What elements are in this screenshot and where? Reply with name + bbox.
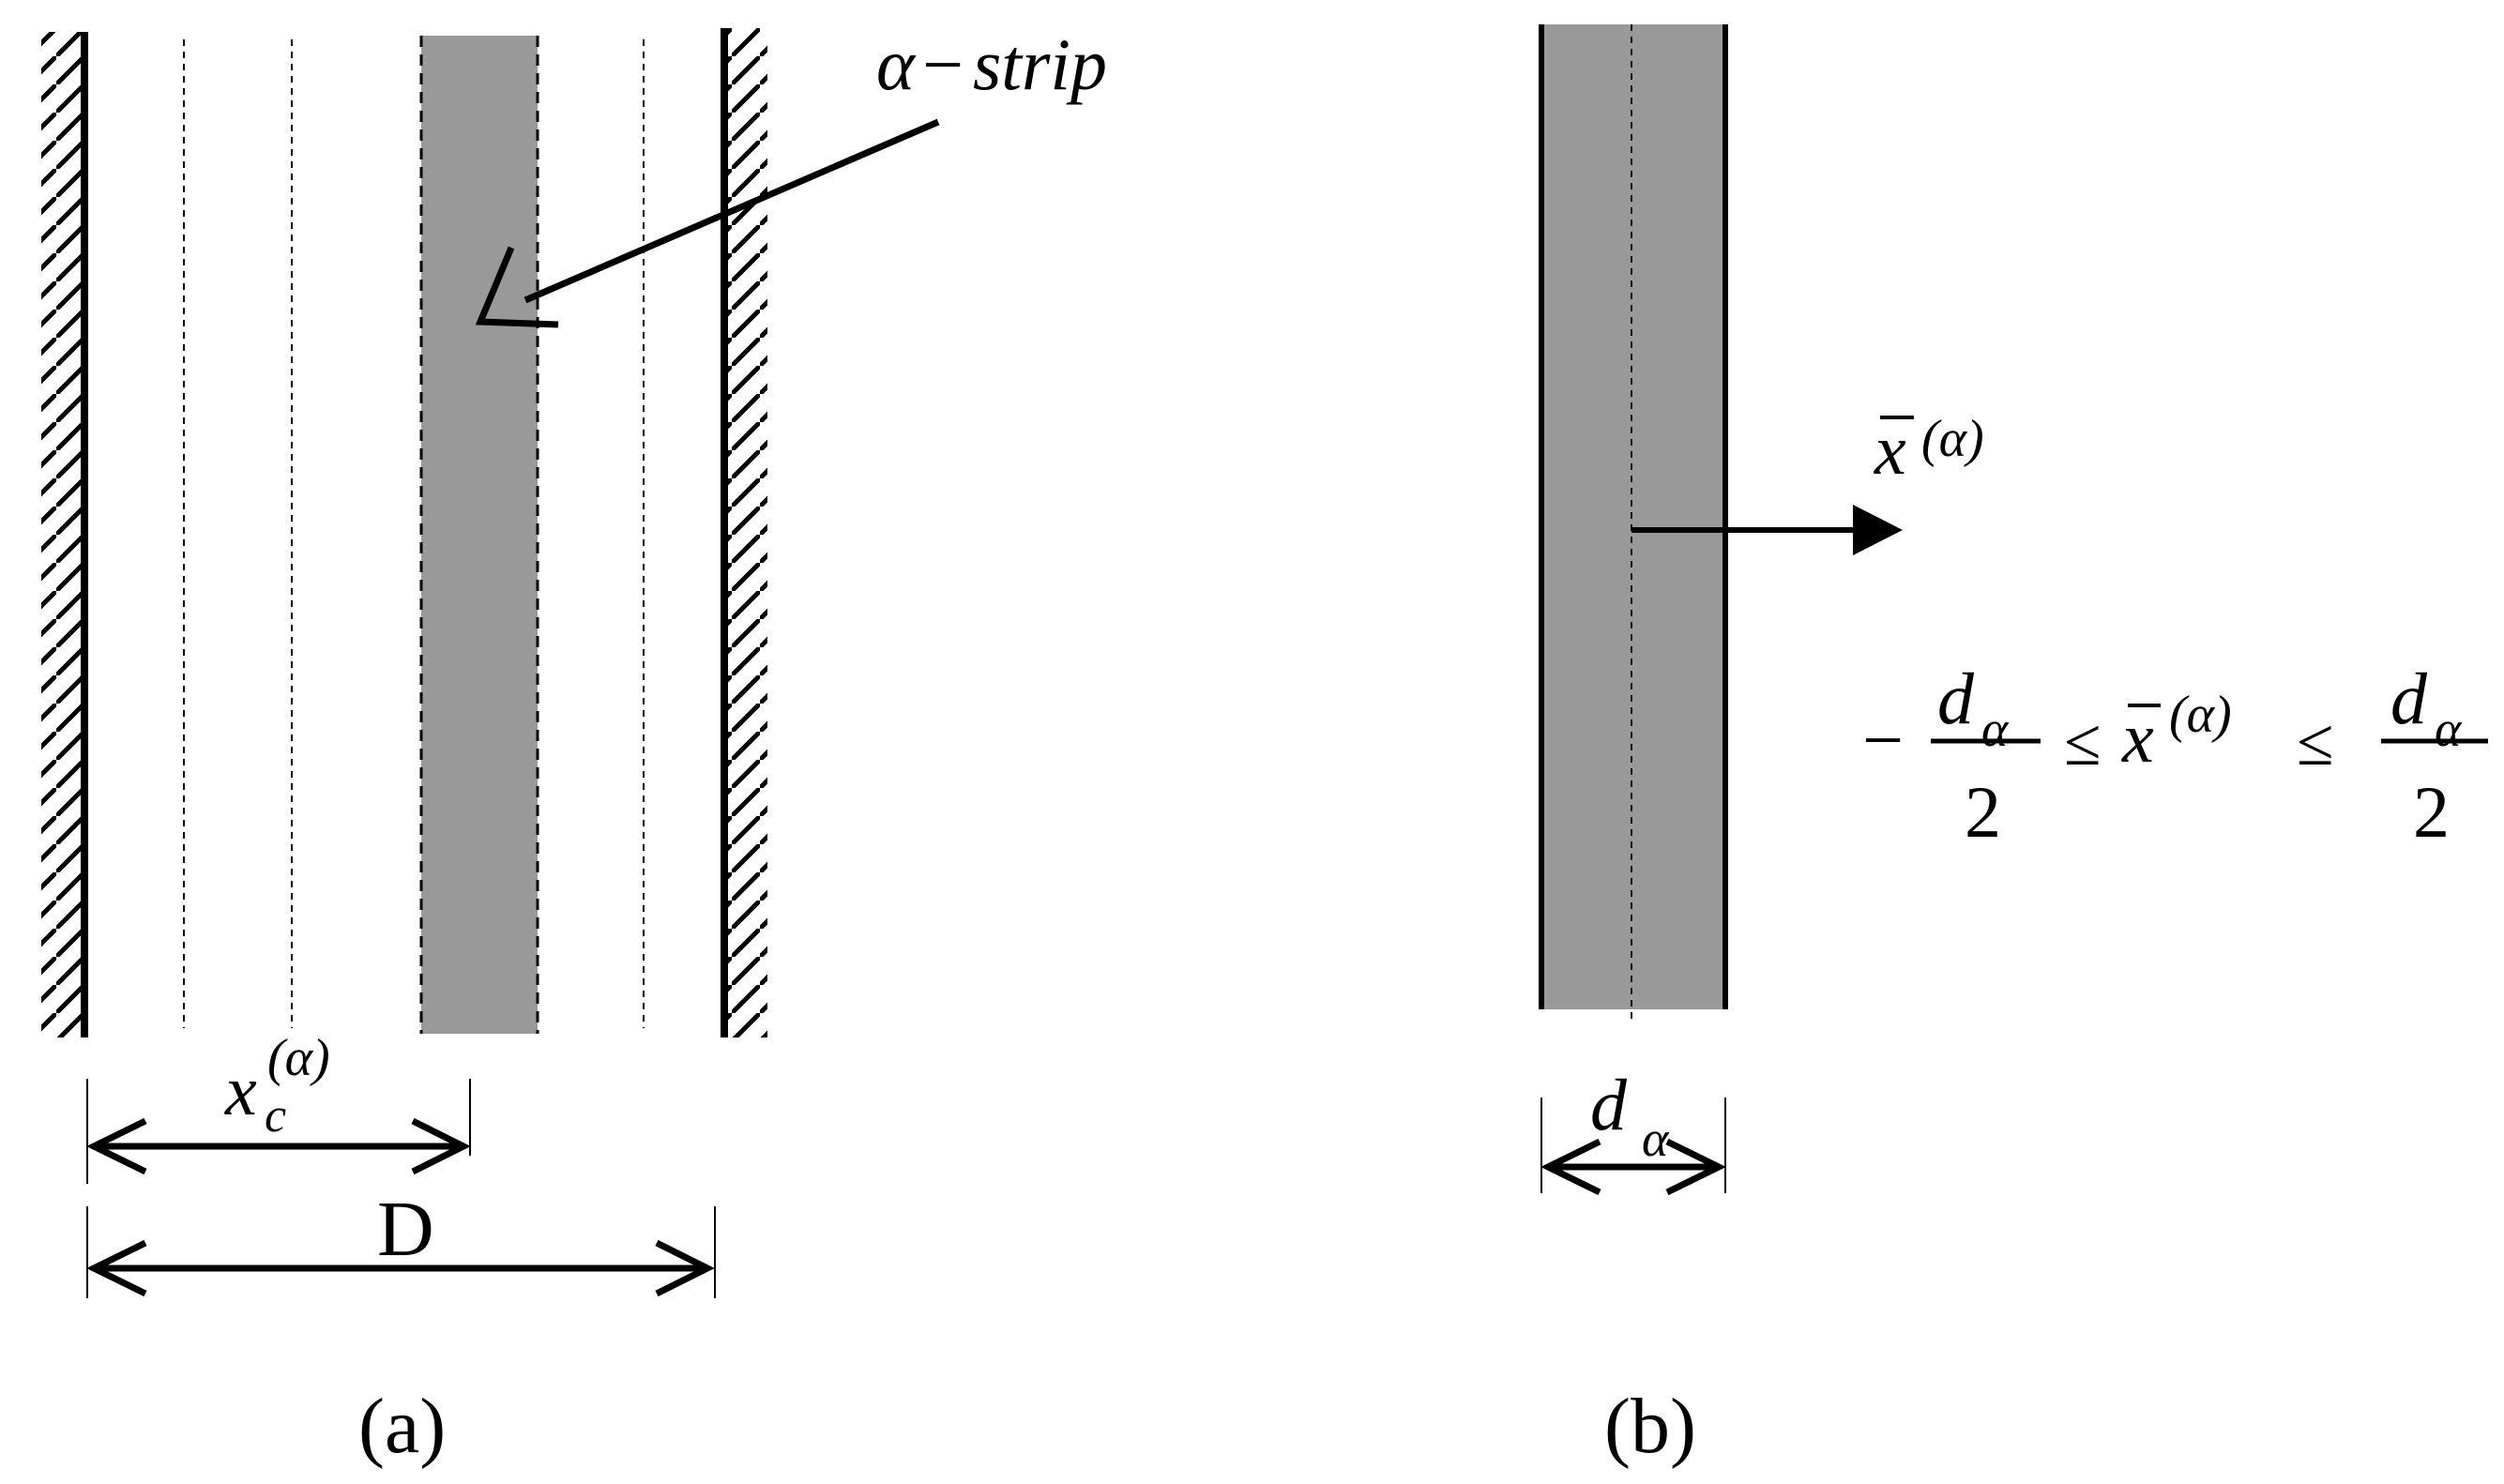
right-fraction-numerator-subscript: α [2435,701,2463,757]
alpha-strip [421,36,538,1034]
right-fraction-denominator: 2 [2413,771,2450,853]
xc-subscript: c [265,1089,286,1143]
xc-arrow-right-head [411,1117,471,1175]
caption-b: (b) [1604,1383,1696,1470]
strip-pointer-arrow [475,118,940,328]
d-label: D [377,1186,434,1273]
d-arrow-right-head [655,1239,715,1297]
d-dimension [86,1206,716,1298]
width-label-base: d [1590,1064,1628,1145]
xc-arrow-left-head [86,1117,147,1175]
d-arrow-left-head [86,1239,147,1297]
leq-sign-2: ≤ [2297,704,2334,780]
left-fraction-numerator-subscript: α [1981,701,2010,757]
right-wall-hatch [724,28,767,1037]
width-dimension [1540,1098,1726,1196]
left-wall [41,32,88,1037]
xbar-superscript: (α) [1921,410,1984,468]
xc-dimension [86,1079,471,1184]
left-fraction-numerator: d [1937,658,1975,739]
alpha-strip-label: α−strip [876,23,1107,105]
mid-xbar-superscript: (α) [2169,686,2232,744]
inequality-minus: − [1862,699,1904,780]
width-label-subscript: α [1642,1111,1670,1167]
local-axis-arrow [1631,505,1903,555]
caption-a: (a) [358,1383,446,1470]
left-fraction-denominator: 2 [1965,771,2001,853]
xc-superscript: (α) [267,1029,330,1087]
leq-sign-1: ≤ [2064,704,2102,780]
left-wall-hatch [41,32,84,1037]
inequality: − d α 2 ≤ x (α) ≤ d α 2 [1862,658,2488,853]
width-arrow-left-head [1540,1138,1601,1196]
strip-b [1541,24,1725,1009]
right-wall [721,28,767,1037]
right-fraction-numerator: d [2390,658,2428,739]
panel-b: x (α) d α − d α 2 ≤ x (α) ≤ d α 2 [1539,24,2488,1470]
panel-a: α−strip x (α) c D (a) [41,23,1107,1470]
mid-xbar-base: x [2121,699,2154,778]
width-arrow-right-head [1665,1138,1726,1196]
xc-base: x [224,1052,257,1130]
xbar-base: x [1874,411,1906,490]
